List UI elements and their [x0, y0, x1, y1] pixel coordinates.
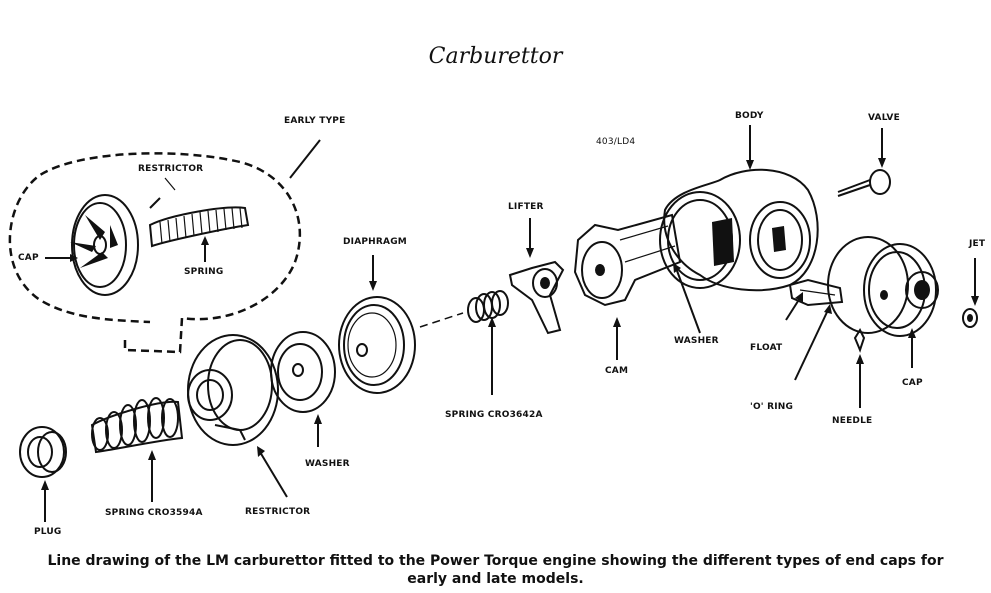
label-spring-early: SPRING — [184, 267, 224, 277]
spring-cro3594a-part — [90, 397, 184, 454]
label-code: 403/LD4 — [596, 137, 636, 147]
jet-part — [962, 308, 978, 328]
early-type-leader — [289, 139, 321, 179]
label-spring-cro3594a: SPRING CRO3594A — [105, 508, 203, 518]
label-plug: PLUG — [34, 527, 62, 537]
early-type-outline — [8, 152, 302, 354]
label-lifter: LIFTER — [508, 202, 544, 212]
label-restrictor-bottom: RESTRICTOR — [245, 507, 311, 517]
label-valve: VALVE — [868, 113, 900, 123]
valve-part — [837, 169, 891, 197]
label-body: BODY — [735, 111, 764, 121]
cam-part — [573, 213, 682, 307]
label-spring-cro3642a: SPRING CRO3642A — [445, 410, 543, 420]
needle-part — [853, 327, 866, 353]
label-washer-right: WASHER — [674, 336, 719, 346]
lifter-part — [508, 260, 565, 335]
label-diaphragm: DIAPHRAGM — [343, 237, 407, 247]
float-part — [788, 278, 844, 307]
label-washer-mid: WASHER — [305, 459, 350, 469]
label-early-type: EARLY TYPE — [284, 116, 346, 126]
caption-line-1: Line drawing of the LM carburettor fitte… — [47, 553, 944, 569]
diagram-title: Carburettor — [428, 44, 563, 69]
cap-right-part — [863, 243, 939, 337]
label-jet: JET — [969, 239, 986, 249]
body-part — [659, 168, 819, 292]
spring-cro3642a-part — [467, 290, 509, 323]
restrictor-part — [187, 334, 279, 446]
plug-part — [19, 426, 67, 478]
label-cap-early: CAP — [18, 253, 39, 263]
label-float: FLOAT — [750, 343, 783, 353]
early-spring-part — [148, 206, 250, 248]
diaphragm-part — [338, 296, 416, 394]
label-cam: CAM — [605, 366, 629, 376]
figure-caption: Line drawing of the LM carburettor fitte… — [0, 552, 991, 588]
early-cap-part — [70, 194, 139, 296]
label-o-ring: 'O' RING — [750, 402, 794, 412]
washer-mid-part — [270, 331, 336, 413]
label-restrictor-early: RESTRICTOR — [138, 164, 204, 174]
label-needle: NEEDLE — [832, 416, 873, 426]
label-cap-right: CAP — [902, 378, 923, 388]
caption-line-2: early and late models. — [407, 571, 584, 587]
